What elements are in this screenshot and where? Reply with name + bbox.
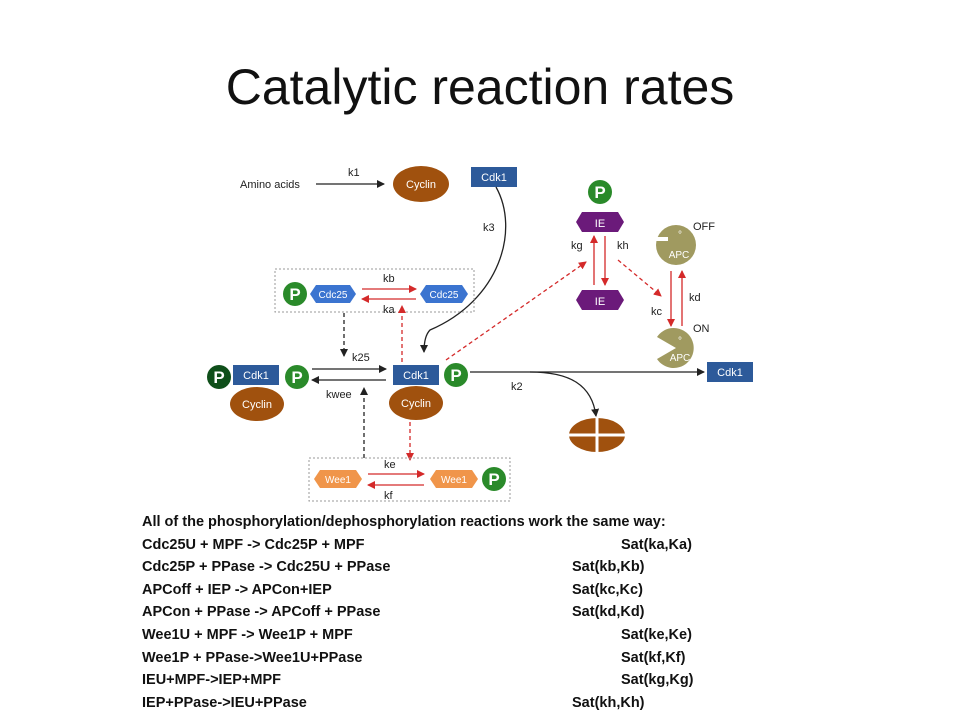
kd-label: kd <box>689 292 701 304</box>
cdk1-left-label: Cdk1 <box>243 370 269 382</box>
degradation-arrow <box>529 371 600 417</box>
cyclin-mpf-label: Cyclin <box>401 398 431 410</box>
k25-label: k25 <box>352 352 370 364</box>
cdc25-phospho-label: P <box>289 285 300 304</box>
cyclin-left <box>230 387 284 421</box>
kh-label: kh <box>617 240 629 252</box>
ka-label: ka <box>383 304 396 316</box>
apc-off-dot: ° <box>678 230 682 241</box>
wee1-phospho <box>482 467 506 491</box>
ie-u <box>576 290 624 310</box>
ie-phospho <box>588 180 612 204</box>
ie-p-label: IE <box>595 218 605 230</box>
mpf-to-ie-arrow <box>445 261 587 361</box>
kg-label: kg <box>571 240 583 252</box>
cdk1-mpf-label: Cdk1 <box>403 370 429 382</box>
amino-acids-label: Amino acids <box>240 179 300 191</box>
ke-label: ke <box>384 459 396 471</box>
left-phospho <box>285 365 309 389</box>
cdc25-box <box>274 268 475 313</box>
left-phospho-dark <box>207 365 231 389</box>
wee1-u-label: Wee1 <box>325 475 351 486</box>
reaction-header: All of the phosphorylation/dephosphoryla… <box>142 514 666 530</box>
apc-off-label: APC <box>669 250 690 261</box>
on-label: ON <box>693 323 710 335</box>
wee1-box <box>308 457 511 502</box>
k3-label: k3 <box>483 222 495 234</box>
cyclin-top-label: Cyclin <box>406 179 436 191</box>
cdk1-right-label: Cdk1 <box>717 367 743 379</box>
kc-label: kc <box>651 306 663 318</box>
reaction-list: All of the phosphorylation/dephosphoryla… <box>142 511 822 714</box>
cdc25-p <box>310 285 356 303</box>
ie-p <box>576 212 624 232</box>
cdk1-mpf <box>393 365 439 385</box>
k3-arrow <box>420 186 507 353</box>
cdk1-top <box>471 167 517 187</box>
cyclin-left-label: Cyclin <box>242 399 272 411</box>
mpf-phospho-label: P <box>450 366 461 385</box>
mpf-phospho <box>444 363 468 387</box>
kwee-label: kwee <box>326 389 352 401</box>
wee1-u <box>314 470 362 488</box>
wee1-p-label: Wee1 <box>441 475 467 486</box>
off-label: OFF <box>693 221 715 233</box>
left-phospho-dark-label: P <box>213 368 224 387</box>
wee1-phospho-label: P <box>488 470 499 489</box>
apc-off-mouth <box>656 237 668 241</box>
cdc25-p-label: Cdc25 <box>319 290 348 301</box>
ie-phospho-label: P <box>594 183 605 202</box>
cdc25-phospho <box>283 282 307 306</box>
left-phospho-label: P <box>291 368 302 387</box>
apc-on <box>657 328 694 369</box>
cdc25-u-label: Cdc25 <box>430 290 459 301</box>
k2-label: k2 <box>511 381 523 393</box>
ie-u-label: IE <box>595 296 605 308</box>
apc-on-label: APC <box>670 353 691 364</box>
cdk1-left <box>233 365 279 385</box>
k1-label: k1 <box>348 167 360 179</box>
cdc25-u <box>420 285 468 303</box>
cyclin-top <box>393 166 449 202</box>
slide-title: Catalytic reaction rates <box>225 59 735 115</box>
cdk1-top-label: Cdk1 <box>481 172 507 184</box>
cdk1-right <box>707 362 753 382</box>
apc-on-dot: ° <box>678 336 682 347</box>
wee1-p <box>430 470 478 488</box>
apc-off <box>656 225 696 265</box>
kf-label: kf <box>384 490 394 502</box>
cyclin-mpf <box>389 386 443 420</box>
kb-label: kb <box>383 273 395 285</box>
ie-to-apc-arrow <box>617 259 662 297</box>
